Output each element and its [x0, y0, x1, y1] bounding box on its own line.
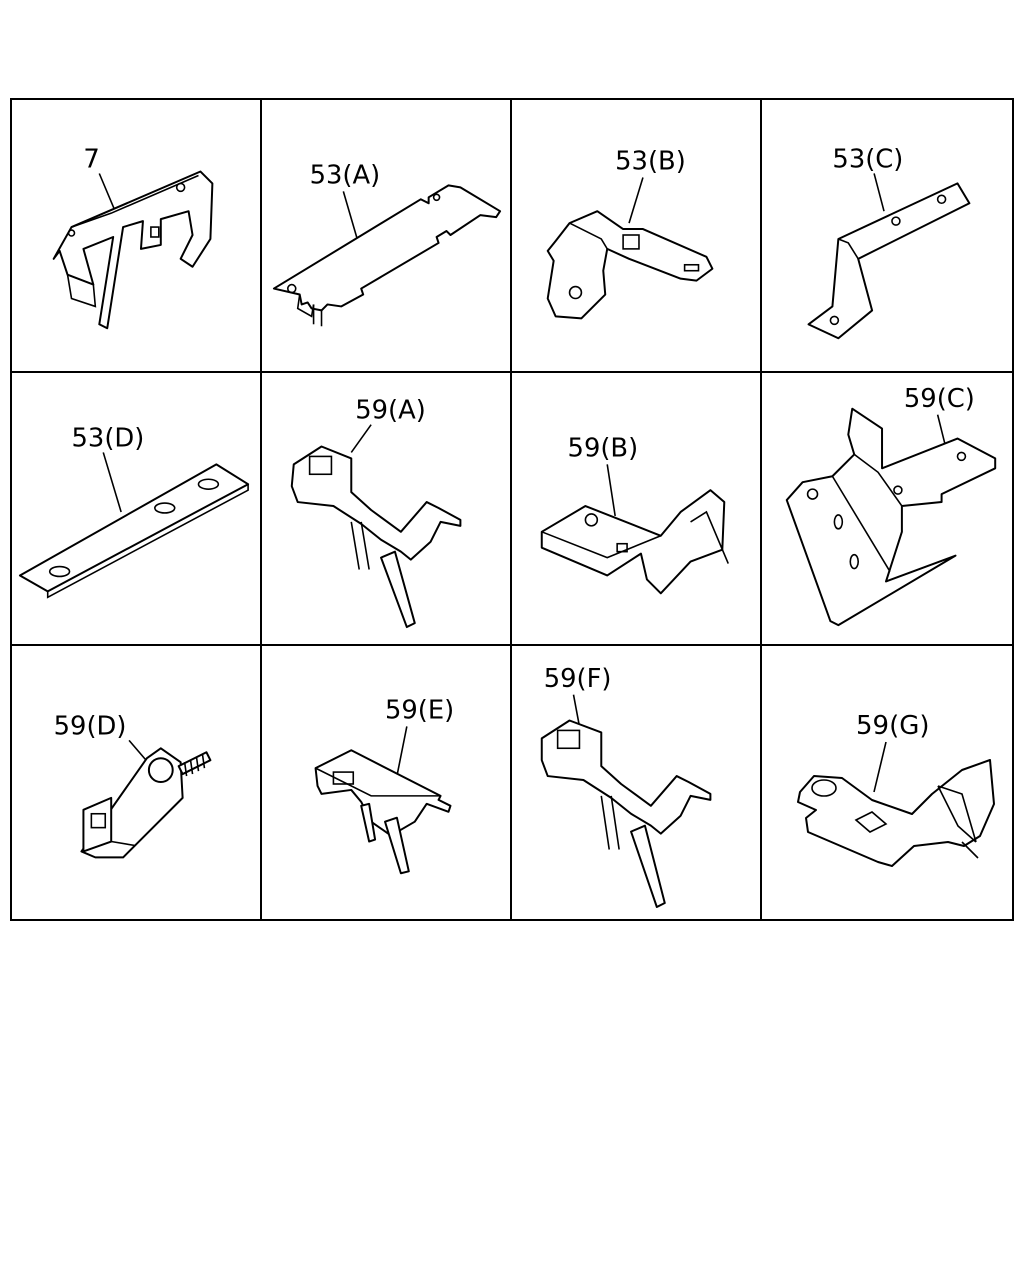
bracket-7-drawing: 7	[52, 145, 214, 330]
part-label-59c: 59(C)	[904, 384, 975, 414]
bracket-53a-drawing: 53(A)	[272, 160, 502, 327]
part-cell-53c: 53(C)	[762, 100, 1012, 373]
part-label-53b: 53(B)	[615, 147, 686, 177]
part-cell-59d: 59(D)	[12, 646, 262, 919]
part-cell-59g: 59(G)	[762, 646, 1012, 919]
bracket-59d-drawing: 59(D)	[54, 711, 212, 859]
bracket-59b-drawing: 59(B)	[540, 433, 729, 595]
bracket-59e-drawing: 59(E)	[314, 696, 454, 875]
bracket-59a-drawing: 59(A)	[290, 396, 462, 629]
parts-diagram-grid: 7 53(A) 53(B)	[10, 98, 1014, 921]
part-label-59b: 59(B)	[568, 433, 639, 463]
part-label-53a: 53(A)	[310, 160, 381, 190]
part-label-59a: 59(A)	[355, 396, 426, 426]
part-label-59f: 59(F)	[544, 664, 612, 694]
part-cell-53a: 53(A)	[262, 100, 512, 373]
part-label-59g: 59(G)	[856, 711, 930, 741]
part-cell-59c: 59(C)	[762, 373, 1012, 646]
part-cell-59b: 59(B)	[512, 373, 762, 646]
part-label-59e: 59(E)	[385, 696, 454, 726]
bracket-53c-drawing: 53(C)	[807, 145, 971, 340]
part-cell-53b: 53(B)	[512, 100, 762, 373]
bracket-59f-drawing: 59(F)	[540, 664, 712, 908]
bracket-53b-drawing: 53(B)	[546, 147, 714, 320]
part-label-59d: 59(D)	[54, 711, 127, 741]
part-cell-59e: 59(E)	[262, 646, 512, 919]
part-cell-7: 7	[12, 100, 262, 373]
part-cell-59a: 59(A)	[262, 373, 512, 646]
part-label-53c: 53(C)	[832, 145, 903, 175]
bracket-53d-drawing: 53(D)	[18, 424, 250, 599]
part-label-7: 7	[83, 145, 99, 175]
part-label-53d: 53(D)	[72, 424, 145, 454]
bracket-59g-drawing: 59(G)	[797, 711, 995, 867]
bracket-59c-drawing: 59(C)	[785, 384, 997, 627]
part-cell-53d: 53(D)	[12, 373, 262, 646]
part-cell-59f: 59(F)	[512, 646, 762, 919]
